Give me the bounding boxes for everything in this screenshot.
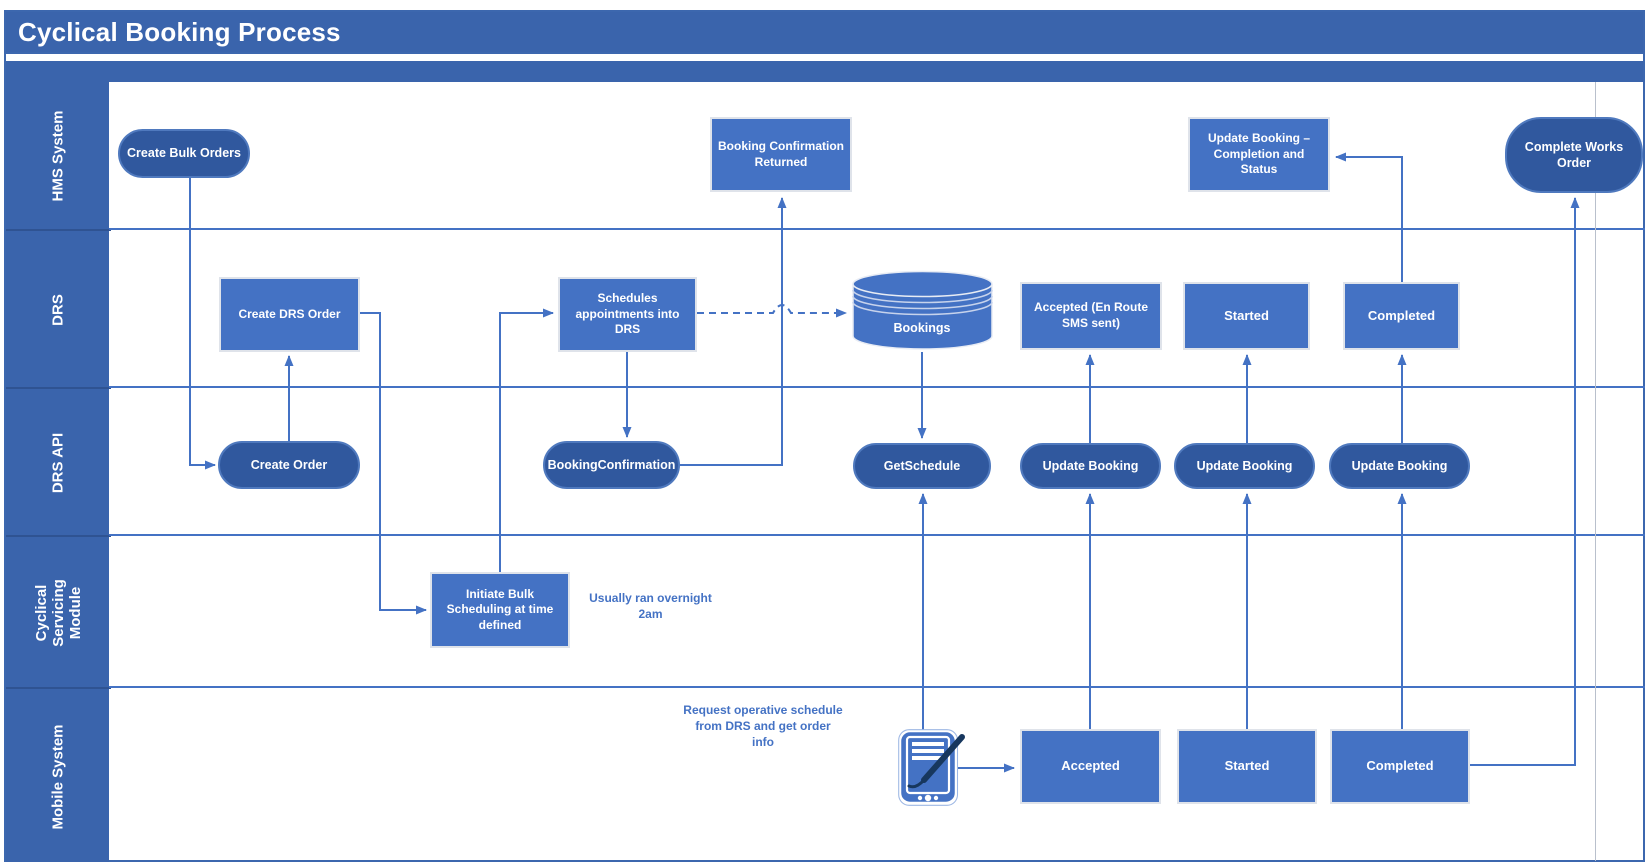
lane-drs-api: DRS API <box>6 387 111 537</box>
page-boundary-line <box>1595 82 1596 861</box>
database-cylinder-icon: Bookings <box>852 270 993 350</box>
node-label: Bookings <box>894 321 951 335</box>
node-label: GetSchedule <box>883 458 961 473</box>
node-started-drs: Started <box>1183 282 1310 350</box>
node-booking-confirmation-returned: Booking Confirmation Returned <box>710 117 852 192</box>
node-label: Update Booking <box>1196 458 1293 473</box>
node-label: BookingConfirmation <box>547 457 676 472</box>
node-label: Create Order <box>250 457 328 472</box>
node-label: Accepted (En Route SMS sent) <box>1033 300 1148 330</box>
node-label: Schedules appointments into DRS <box>575 291 680 337</box>
node-update-booking-3: Update Booking <box>1329 443 1470 489</box>
node-create-bulk-orders: Create Bulk Orders <box>118 129 250 178</box>
node-booking-confirmation: BookingConfirmation <box>543 441 680 489</box>
node-completed-mobile: Completed <box>1330 729 1470 804</box>
lane-label: HMS System <box>49 110 67 201</box>
node-label: Create Bulk Orders <box>127 146 241 161</box>
diagram-title-bar: Cyclical Booking Process <box>4 10 1645 54</box>
lane-drs: DRS <box>6 229 111 389</box>
annotation-request-operative-schedule: Request operative schedule from DRS and … <box>683 702 843 750</box>
node-label: Update Booking <box>1042 458 1139 473</box>
swimlane-label-column: HMS System DRS DRS API Cyclical Servicin… <box>4 82 111 864</box>
node-schedules-appointments: Schedules appointments into DRS <box>558 277 697 352</box>
lane-divider <box>109 228 1645 230</box>
lane-divider <box>109 686 1645 688</box>
node-label: Accepted <box>1061 758 1120 774</box>
node-label: Completed <box>1367 307 1436 323</box>
mobile-signature-device-icon <box>896 727 968 807</box>
node-update-booking-completion-status: Update Booking – Completion and Status <box>1188 117 1330 192</box>
node-label: Initiate Bulk Scheduling at time defined <box>446 586 554 632</box>
lane-label: Mobile System <box>49 723 67 830</box>
node-label: Update Booking <box>1351 458 1448 473</box>
node-label: Booking Confirmation Returned <box>718 138 844 169</box>
node-label: Completed <box>1366 758 1434 774</box>
lane-divider <box>109 534 1645 536</box>
node-update-booking-2: Update Booking <box>1174 443 1315 489</box>
lane-label: DRS <box>49 294 67 326</box>
node-completed-drs: Completed <box>1343 282 1460 350</box>
node-complete-works-order: Complete Works Order <box>1505 117 1643 193</box>
node-create-order: Create Order <box>218 441 360 489</box>
node-initiate-bulk-scheduling: Initiate Bulk Scheduling at time defined <box>430 572 570 648</box>
node-label: Complete Works Order <box>1524 139 1624 170</box>
lane-cyclical-servicing-module: Cyclical Servicing Module <box>6 535 111 689</box>
node-accepted-mobile: Accepted <box>1020 729 1161 804</box>
header-band <box>4 61 1645 82</box>
node-get-schedule: GetSchedule <box>853 443 991 489</box>
node-label: Create DRS Order <box>238 306 341 321</box>
lane-hms-system: HMS System <box>6 82 111 229</box>
lane-divider <box>109 386 1645 388</box>
lane-mobile-system: Mobile System <box>6 687 111 864</box>
node-started-mobile: Started <box>1177 729 1317 804</box>
node-accepted-en-route: Accepted (En Route SMS sent) <box>1020 282 1162 350</box>
node-label: Started <box>1224 758 1270 774</box>
node-label: Update Booking – Completion and Status <box>1207 131 1310 177</box>
annotation-usually-ran-overnight: Usually ran overnight 2am <box>589 590 712 621</box>
lane-label: DRS API <box>49 432 67 494</box>
diagram-title: Cyclical Booking Process <box>18 16 341 47</box>
node-bookings-database: Bookings <box>852 270 993 352</box>
node-create-drs-order: Create DRS Order <box>219 277 360 352</box>
node-update-booking-1: Update Booking <box>1020 443 1161 489</box>
lane-label: Cyclical Servicing Module <box>32 579 83 647</box>
node-label: Started <box>1224 307 1269 323</box>
